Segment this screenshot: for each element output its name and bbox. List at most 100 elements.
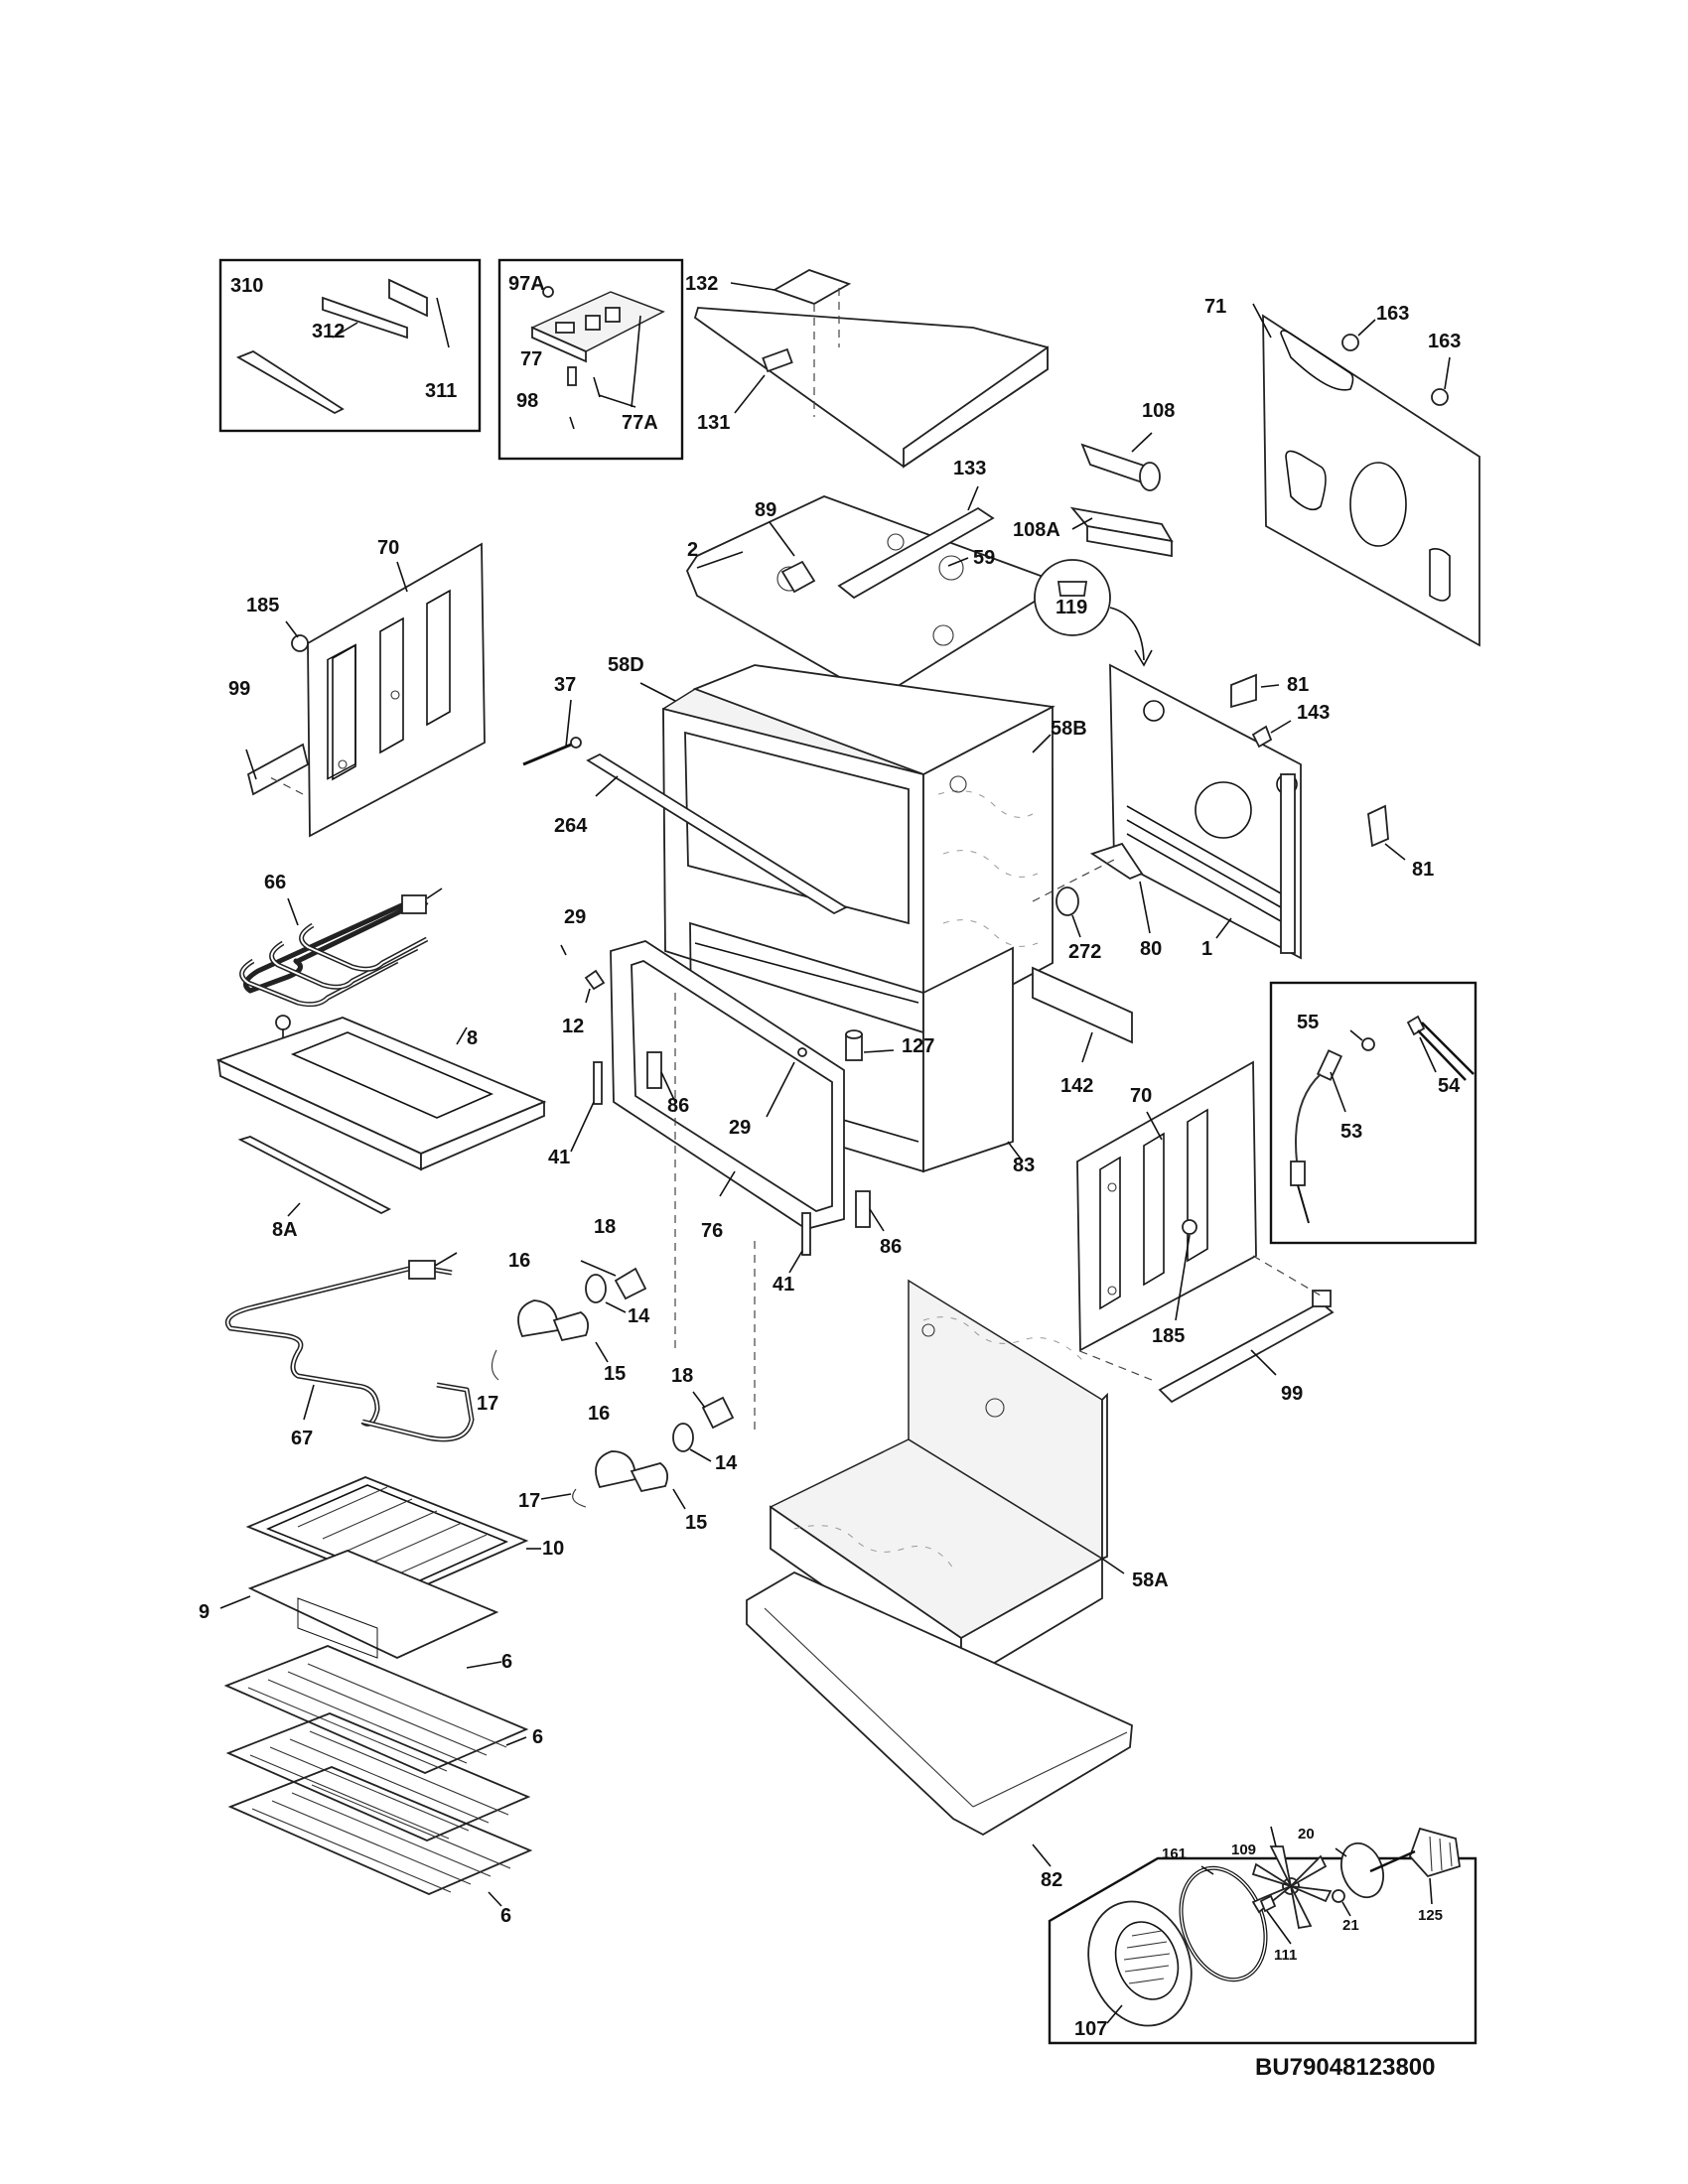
callout-17-upper: 17 <box>477 1393 498 1415</box>
callout-82: 82 <box>1041 1869 1062 1891</box>
leader-59 <box>947 557 969 567</box>
part-97A-control-board <box>530 286 665 363</box>
callout-86-upper: 86 <box>667 1095 689 1117</box>
part-54-probe-wire <box>1406 1015 1475 1081</box>
part-89-bracket <box>769 521 816 594</box>
callout-41-lower: 41 <box>773 1274 794 1296</box>
callout-89: 89 <box>755 499 776 521</box>
light-assembly-upper <box>491 1260 647 1381</box>
detail-box-310: 310 312 311 <box>218 258 482 433</box>
callout-18-upper: 18 <box>594 1216 616 1238</box>
part-8-bottom-cover <box>215 1017 547 1171</box>
part-131-top-cover <box>693 307 1049 469</box>
part-53-temperature-probe <box>1290 1049 1346 1224</box>
part-98-screw <box>569 416 575 430</box>
callout-81-lower: 81 <box>1412 859 1434 881</box>
callout-99-right: 99 <box>1281 1383 1303 1405</box>
callout-108: 108 <box>1142 400 1175 422</box>
callout-97A: 97A <box>508 273 545 295</box>
part-41-strip-lower <box>788 1212 811 1274</box>
callout-16-lower: 16 <box>588 1403 610 1425</box>
part-29-screw-lower <box>766 1047 807 1118</box>
callout-163-left: 163 <box>1376 303 1409 325</box>
callout-185-left: 185 <box>246 595 279 616</box>
part-311-bracket <box>322 278 450 348</box>
part-58D-cavity-front-insulation <box>662 664 1055 1034</box>
callout-143: 143 <box>1297 702 1330 724</box>
callout-70-right: 70 <box>1130 1085 1152 1107</box>
callout-81-upper: 81 <box>1287 674 1309 696</box>
callout-14-upper: 14 <box>628 1305 650 1327</box>
callout-108A: 108A <box>1013 519 1060 541</box>
leader-1 <box>1215 917 1232 939</box>
part-163-nut-left <box>1341 319 1376 351</box>
callout-15-upper: 15 <box>604 1363 626 1385</box>
callout-10: 10 <box>542 1538 564 1560</box>
part-86-hinge-lower <box>855 1190 885 1232</box>
callout-53: 53 <box>1340 1121 1362 1143</box>
callout-6-rack-2: 6 <box>532 1726 543 1748</box>
part-108A-housing <box>1069 506 1174 558</box>
callout-54: 54 <box>1438 1075 1461 1097</box>
callout-71: 71 <box>1204 296 1226 318</box>
part-163-nut-right <box>1431 356 1451 406</box>
part-81-bracket-lower <box>1367 804 1406 861</box>
part-66-broil-element <box>239 887 443 1008</box>
callout-58B: 58B <box>1051 718 1087 740</box>
part-107-fan-cover <box>1087 1900 1193 2027</box>
diagram-code: BU79048123800 <box>1255 2054 1436 2081</box>
part-99-rail-left <box>245 743 310 796</box>
callout-119: 119 <box>1055 597 1087 618</box>
part-99-rail-right <box>1076 1255 1335 1404</box>
leader-58B <box>1032 734 1052 753</box>
callout-14-lower: 14 <box>715 1452 738 1474</box>
callout-163-right: 163 <box>1428 331 1461 352</box>
callout-8A: 8A <box>272 1219 298 1241</box>
callout-16-upper: 16 <box>508 1250 530 1272</box>
part-111-nut <box>1259 1894 1292 1945</box>
callout-98: 98 <box>516 390 538 412</box>
callout-76: 76 <box>701 1220 723 1242</box>
part-82-base-pan <box>746 1570 1133 1867</box>
part-6-oven-rack-3 <box>227 1766 533 1907</box>
part-37-sensor <box>522 699 582 766</box>
callout-111: 111 <box>1274 1947 1297 1964</box>
callout-37: 37 <box>554 674 576 696</box>
leader-83 <box>1007 1141 1024 1162</box>
part-185-grommet-right <box>1175 1219 1197 1321</box>
detail-box-convection-fan: 20 109 161 21 125 111 107 <box>1048 1826 1477 2045</box>
part-185-grommet-left <box>285 620 309 652</box>
part-77A-fasteners <box>593 315 641 408</box>
callout-12: 12 <box>562 1016 584 1037</box>
callout-21: 21 <box>1342 1917 1359 1934</box>
callout-132: 132 <box>685 273 718 295</box>
callout-161: 161 <box>1162 1845 1187 1862</box>
callout-6-rack-1: 6 <box>501 1651 512 1673</box>
part-143-clip <box>1251 720 1292 749</box>
callout-41-upper: 41 <box>548 1147 570 1168</box>
callout-29-upper: 29 <box>564 906 586 928</box>
part-58A-bottom-insulation <box>769 1279 1125 1685</box>
part-6-oven-rack-2 <box>225 1712 531 1842</box>
callout-55: 55 <box>1297 1012 1319 1033</box>
part-133-channel <box>837 485 995 600</box>
callout-86-lower: 86 <box>880 1236 902 1258</box>
callout-8: 8 <box>467 1027 478 1049</box>
part-108-cooling-fan <box>1080 432 1161 491</box>
callout-20: 20 <box>1298 1826 1315 1843</box>
callout-133: 133 <box>953 458 986 479</box>
detail-box-sensor: 55 54 53 <box>1269 981 1477 1245</box>
callout-310: 310 <box>230 275 263 297</box>
part-119-thermostat-detail <box>1034 559 1153 667</box>
part-132-plate <box>730 269 852 417</box>
callout-18-lower: 18 <box>671 1365 693 1387</box>
part-71-rear-panel <box>1252 303 1480 647</box>
callout-70-left: 70 <box>377 537 399 559</box>
callout-80: 80 <box>1140 938 1162 960</box>
part-76-door-frame <box>610 940 845 1230</box>
callout-6-rack-3: 6 <box>500 1905 511 1927</box>
callout-2: 2 <box>687 539 698 561</box>
callout-29-lower: 29 <box>729 1117 751 1139</box>
part-81-bracket-upper <box>1230 673 1280 709</box>
